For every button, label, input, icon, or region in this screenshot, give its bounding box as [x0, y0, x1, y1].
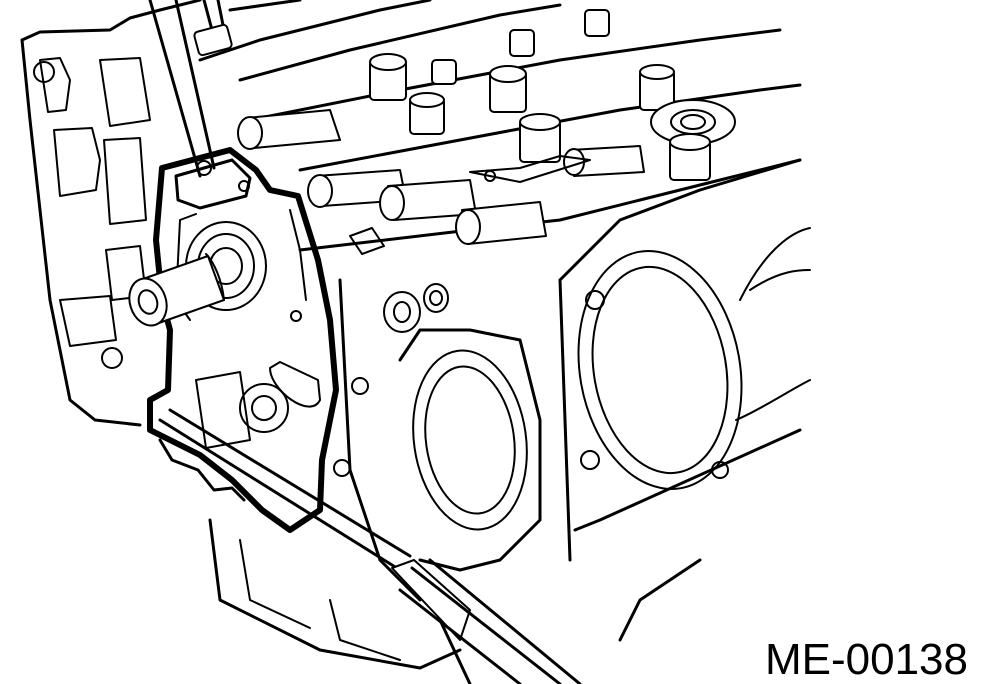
tool-lower	[158, 408, 582, 684]
tool-upper	[148, 0, 233, 178]
pump-shaft	[128, 253, 225, 327]
figure-id-label: ME-00138	[764, 635, 968, 684]
engine-block	[20, 0, 811, 670]
